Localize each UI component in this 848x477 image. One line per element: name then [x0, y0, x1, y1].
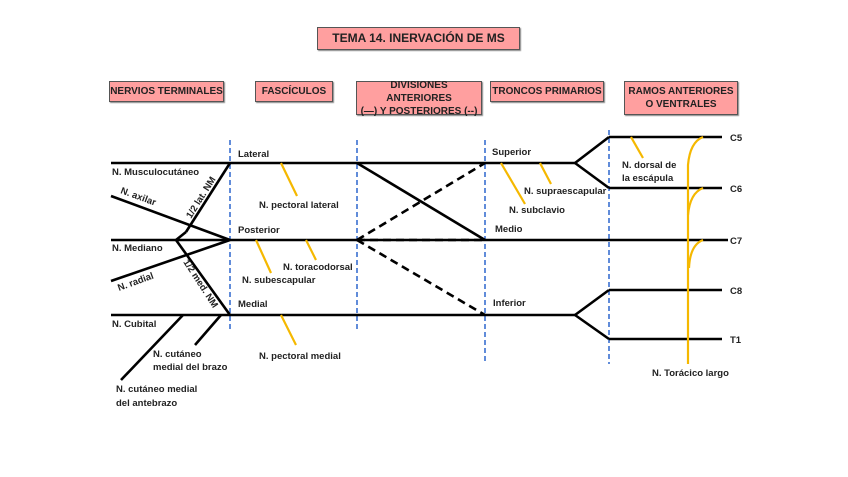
- header-ramos-line2: O VENTRALES: [645, 99, 717, 110]
- label-medio: Medio: [495, 224, 523, 235]
- dorsal-escapula-branch: [630, 136, 644, 159]
- label-toracodorsal: N. toracodorsal: [283, 262, 353, 273]
- label-subescapular: N. subescapular: [242, 275, 316, 286]
- label-inferior: Inferior: [493, 298, 526, 309]
- label-root-t1: T1: [730, 335, 742, 346]
- header-divisiones-line1: DIVISIONES ANTERIORES: [386, 79, 452, 104]
- label-supraescapular: N. supraescapular: [524, 186, 607, 197]
- label-cutaneo-brazo-2: medial del brazo: [153, 362, 228, 373]
- supraescapular-branch: [539, 162, 552, 185]
- label-medial: Medial: [238, 299, 268, 310]
- pectoral-lateral-branch: [280, 162, 298, 197]
- label-toracico-largo: N. Torácico largo: [652, 368, 729, 379]
- subescapular-branch: [254, 239, 273, 274]
- anterior-division-line: [356, 161, 486, 242]
- label-radial: N. radial: [116, 271, 155, 294]
- label-cutaneo-brazo-1: N. cutáneo: [153, 349, 202, 360]
- toracico-largo-c6: [686, 186, 704, 216]
- header-ramos-line1: RAMOS ANTERIORES: [628, 86, 734, 97]
- label-subclavio: N. subclavio: [509, 205, 565, 216]
- posterior-division-inferior: [356, 238, 486, 317]
- cutaneo-antebrazo-line: [120, 314, 184, 381]
- subclavio-branch: [500, 162, 526, 205]
- label-root-c7: C7: [730, 236, 742, 247]
- label-root-c5: C5: [730, 133, 743, 144]
- pectoral-medial-branch: [280, 314, 297, 346]
- label-superior: Superior: [492, 147, 531, 158]
- page-title: TEMA 14. INERVACIÓN DE MS: [317, 27, 520, 50]
- label-half-lat-nm: 1/2 lat. NM: [184, 175, 218, 221]
- label-root-c6: C6: [730, 184, 742, 195]
- mediano-join: [175, 230, 187, 242]
- header-fasciculos: FASCÍCULOS: [255, 81, 333, 102]
- header-divisiones: DIVISIONES ANTERIORES (—) Y POSTERIORES …: [356, 79, 482, 117]
- toracodorsal-branch: [305, 239, 317, 261]
- c5-join: [574, 135, 610, 165]
- cutaneo-brazo-line: [194, 314, 222, 346]
- posterior-division-superior: [356, 161, 486, 242]
- c6-join: [574, 161, 610, 190]
- label-cubital: N. Cubital: [112, 319, 156, 330]
- header-ramos: RAMOS ANTERIORES O VENTRALES: [624, 81, 738, 115]
- label-half-med-nm: 1/2 med. NM: [180, 258, 219, 311]
- axilar-line: [110, 194, 231, 242]
- label-lateral: Lateral: [238, 149, 269, 160]
- half-lat-nm-line: [184, 162, 232, 233]
- header-nervios-terminales: NERVIOS TERMINALES: [109, 81, 224, 102]
- label-cutaneo-antebrazo-1: N. cutáneo medial: [116, 384, 197, 395]
- label-posterior: Posterior: [238, 225, 280, 236]
- c8-join: [574, 288, 610, 317]
- header-divisiones-line2: (—) Y POSTERIORES (--): [360, 105, 478, 117]
- label-mediano: N. Mediano: [112, 243, 163, 254]
- label-pectoral-lateral: N. pectoral lateral: [259, 200, 339, 211]
- label-root-c8: C8: [730, 286, 742, 297]
- label-cutaneo-antebrazo-2: del antebrazo: [116, 398, 177, 409]
- label-dorsal-escapula-1: N. dorsal de: [622, 160, 676, 171]
- toracico-largo-c5: [686, 135, 704, 364]
- label-musculocutaneo: N. Musculocutáneo: [112, 167, 199, 178]
- toracico-largo-c7: [687, 238, 704, 269]
- label-pectoral-medial: N. pectoral medial: [259, 351, 341, 362]
- t1-join: [574, 313, 610, 341]
- header-troncos: TRONCOS PRIMARIOS: [490, 81, 604, 102]
- label-dorsal-escapula-2: la escápula: [622, 173, 674, 184]
- half-med-nm-line: [174, 239, 232, 316]
- radial-line: [110, 238, 231, 283]
